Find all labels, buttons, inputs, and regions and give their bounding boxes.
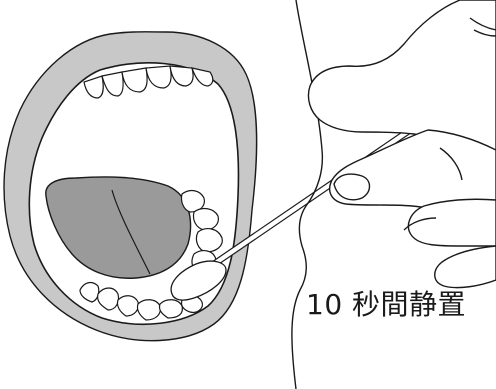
hand	[308, 0, 496, 288]
side-tooth	[196, 229, 222, 252]
side-tooth	[193, 209, 218, 230]
instruction-label: 10 秒間静置	[306, 289, 466, 321]
finger	[435, 246, 496, 288]
open-mouth	[4, 32, 257, 341]
